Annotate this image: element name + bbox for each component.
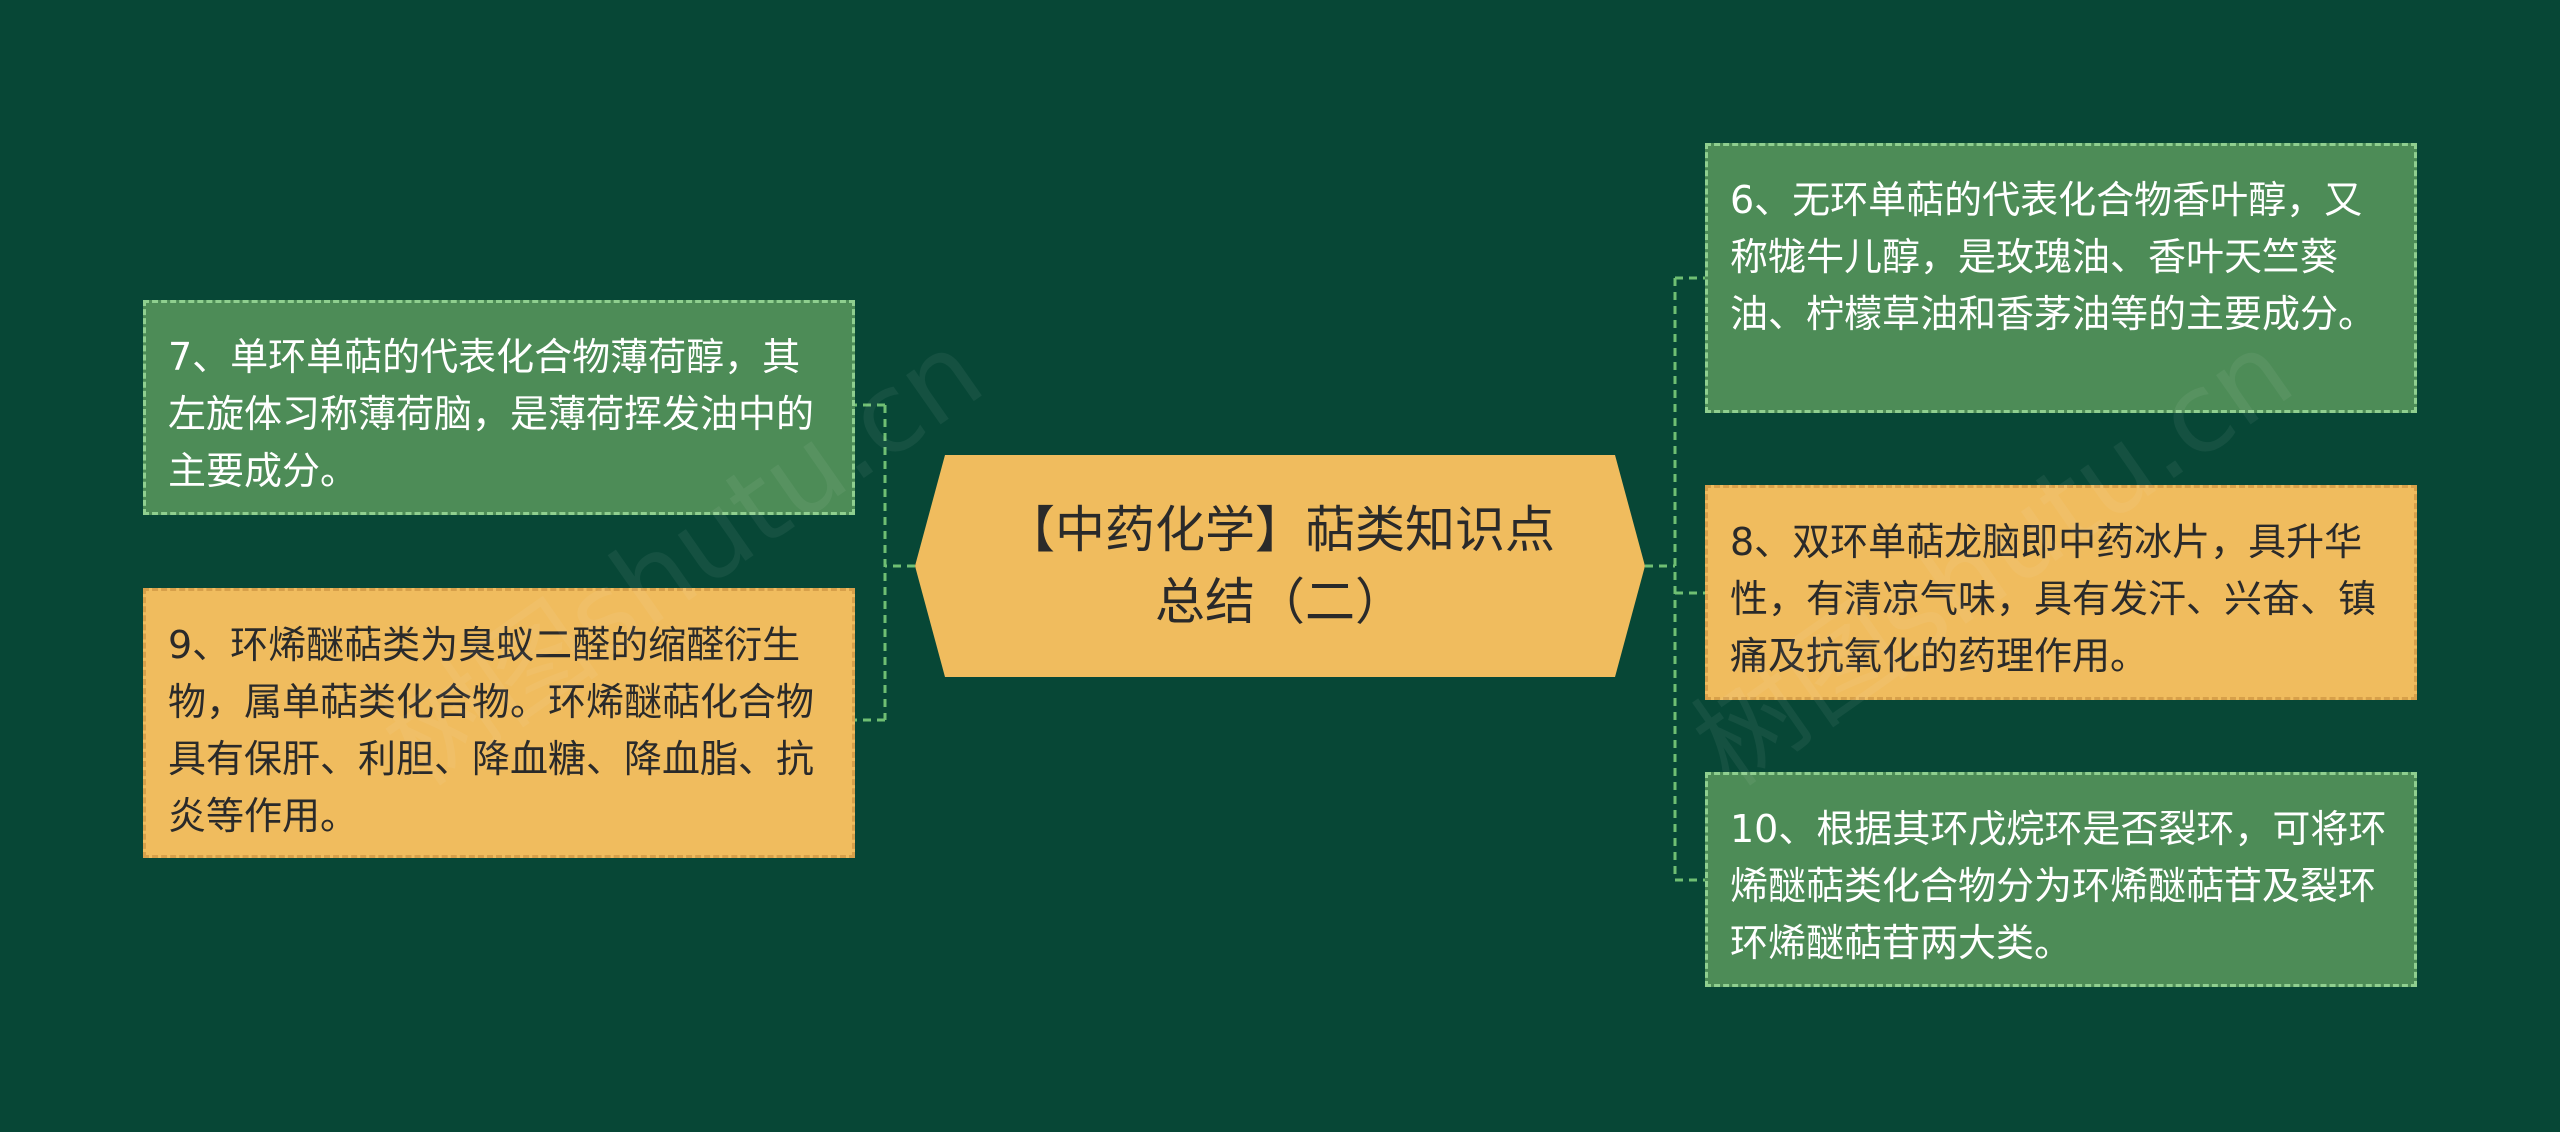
node-9-text: 9、环烯醚萜类为臭蚁二醛的缩醛衍生物，属单萜类化合物。环烯醚萜化合物具有保肝、利… <box>168 623 815 838</box>
root-shape <box>915 455 1645 677</box>
node-8[interactable]: 8、双环单萜龙脑即中药冰片，具升华性，有清凉气味，具有发汗、兴奋、镇痛及抗氧化的… <box>1705 485 2417 700</box>
node-9[interactable]: 9、环烯醚萜类为臭蚁二醛的缩醛衍生物，属单萜类化合物。环烯醚萜化合物具有保肝、利… <box>143 588 855 858</box>
node-10[interactable]: 10、根据其环戊烷环是否裂环，可将环烯醚萜类化合物分为环烯醚萜苷及裂环环烯醚萜苷… <box>1705 772 2417 987</box>
node-10-text: 10、根据其环戊烷环是否裂环，可将环烯醚萜类化合物分为环烯醚萜苷及裂环环烯醚萜苷… <box>1730 807 2387 965</box>
root-node[interactable]: 【中药化学】萜类知识点总结（二） <box>915 455 1645 677</box>
node-7-text: 7、单环单萜的代表化合物薄荷醇，其左旋体习称薄荷脑，是薄荷挥发油中的主要成分。 <box>168 335 815 493</box>
node-6[interactable]: 6、无环单萜的代表化合物香叶醇，又称牻牛儿醇，是玫瑰油、香叶天竺葵油、柠檬草油和… <box>1705 143 2417 413</box>
node-6-text: 6、无环单萜的代表化合物香叶醇，又称牻牛儿醇，是玫瑰油、香叶天竺葵油、柠檬草油和… <box>1730 178 2377 336</box>
node-8-text: 8、双环单萜龙脑即中药冰片，具升华性，有清凉气味，具有发汗、兴奋、镇痛及抗氧化的… <box>1730 520 2377 678</box>
root-title: 【中药化学】萜类知识点总结（二） <box>1005 501 1555 631</box>
node-7[interactable]: 7、单环单萜的代表化合物薄荷醇，其左旋体习称薄荷脑，是薄荷挥发油中的主要成分。 <box>143 300 855 515</box>
